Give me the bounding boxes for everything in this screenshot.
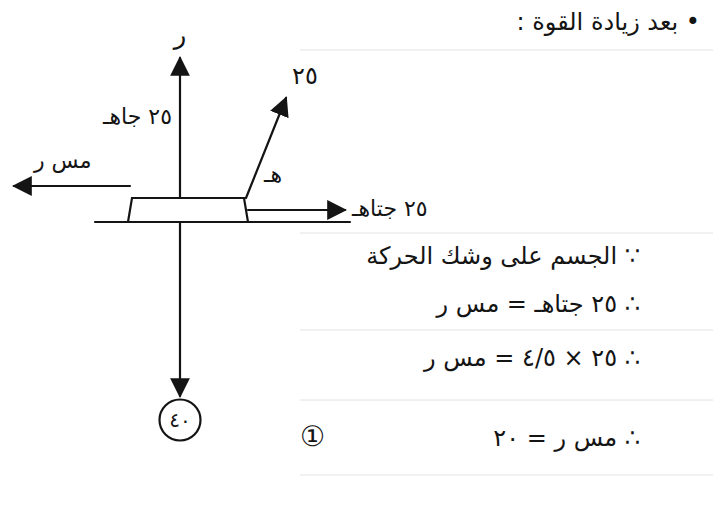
force-label: مس ر — [34, 148, 91, 174]
weight-arrow — [179, 222, 181, 396]
equation-line: ∵ الجسم على وشك الحركة — [366, 242, 640, 271]
force-label: ٢٥ — [292, 62, 318, 91]
friction-arrow — [14, 185, 130, 187]
horizontal-component-arrow — [248, 209, 345, 211]
heading: • بعد زيادة القوة : — [516, 8, 700, 37]
equation-number: ① — [300, 420, 325, 454]
force-label: ر — [174, 20, 187, 51]
weight-value: ٤٠ — [169, 410, 190, 430]
force-arrow — [246, 98, 286, 198]
weight-circle: ٤٠ — [158, 398, 202, 442]
equation-line: ∴ ٢٥ جتاهـ = مس ر — [437, 290, 640, 319]
equation-line: ∴ مس ر = ٢٠ — [493, 424, 640, 453]
reaction-arrow — [179, 58, 181, 198]
equation-line: ∴ ٢٥ × ٤/٥ = مس ر — [424, 344, 640, 373]
angle-label: هـ — [264, 162, 282, 188]
ground-line — [95, 221, 350, 223]
block — [128, 198, 248, 222]
notebook-rule — [300, 50, 713, 475]
component-label: ٢٥ جاهـ — [103, 104, 172, 130]
component-label: ٢٥ جتاهـ — [352, 196, 428, 222]
